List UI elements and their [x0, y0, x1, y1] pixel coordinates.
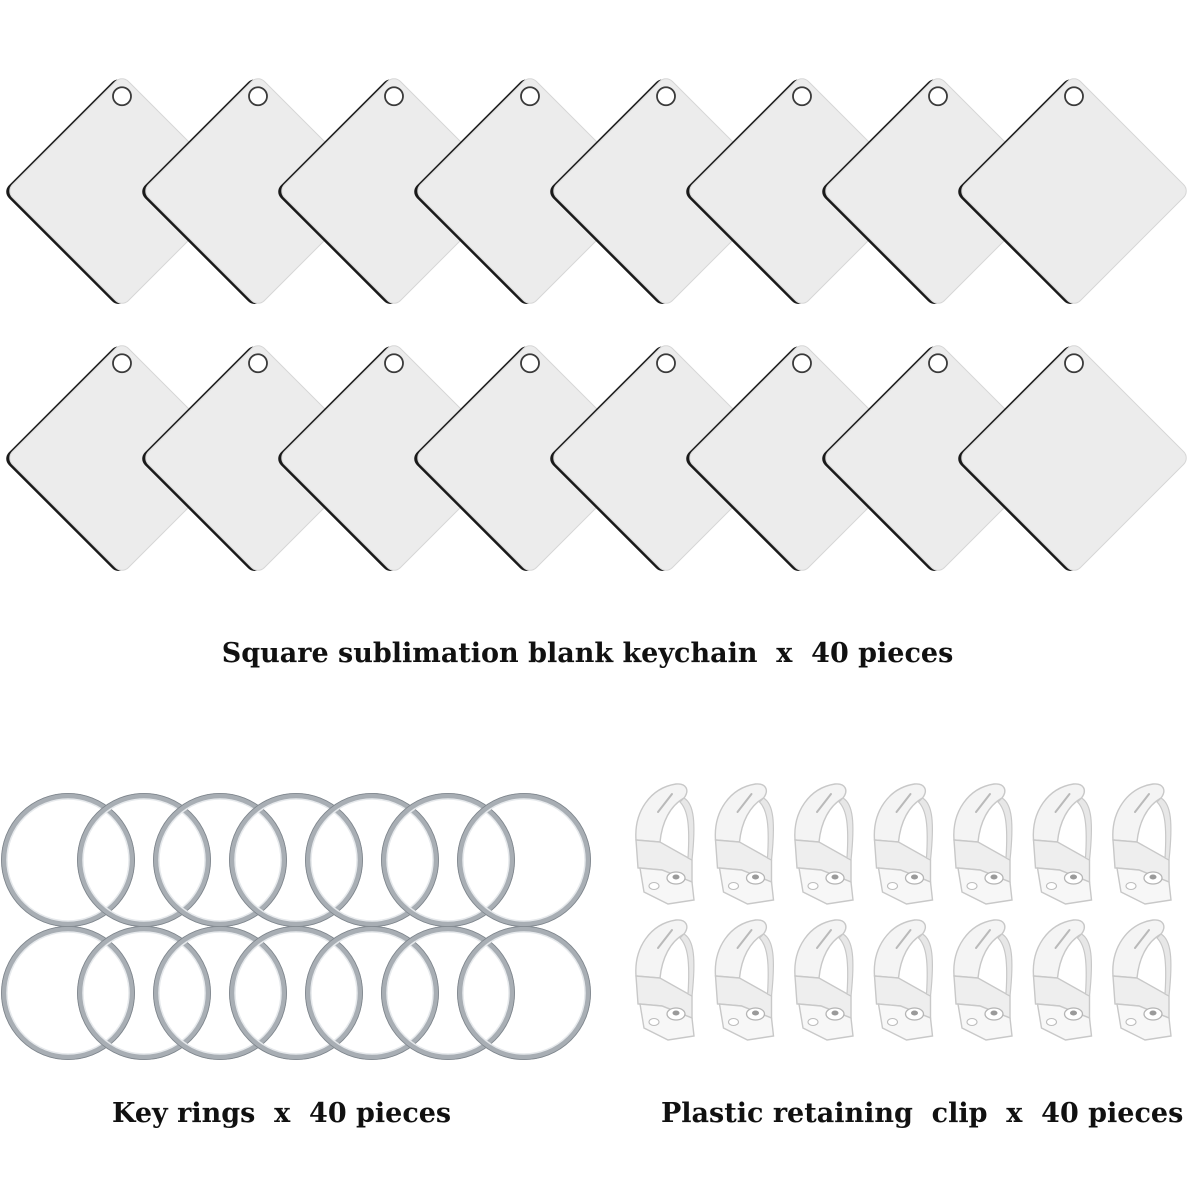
key-rings-group: [1, 793, 591, 1060]
plastic-retaining-clip-icon: [635, 919, 695, 1041]
square-keychain-blank-icon: [278, 345, 507, 571]
split-key-ring-icon: [457, 926, 591, 1060]
square-keychain-blank-icon: [6, 345, 235, 571]
square-keychain-blank-icon: [822, 345, 1051, 571]
keychain-blanks-group: [6, 78, 1187, 571]
plastic-retaining-clip-icon: [714, 919, 775, 1041]
square-keychain-blank-icon: [686, 345, 915, 571]
plastic-retaining-clip-icon: [794, 919, 854, 1041]
split-key-ring-icon: [77, 793, 211, 927]
split-key-ring-icon: [305, 793, 439, 927]
plastic-retaining-clip-icon: [1112, 919, 1172, 1041]
square-keychain-blank-icon: [142, 345, 371, 571]
square-keychain-blank-icon: [6, 78, 235, 304]
plastic-retaining-clip-icon: [953, 783, 1013, 905]
split-key-ring-icon: [77, 926, 211, 1060]
square-keychain-blank-icon: [414, 78, 643, 304]
square-keychain-blank-icon: [278, 78, 507, 304]
square-keychain-blank-icon: [958, 345, 1187, 571]
square-keychain-blank-icon: [414, 345, 643, 571]
plastic-retaining-clip-icon: [1032, 919, 1093, 1041]
split-key-ring-icon: [153, 793, 287, 927]
plastic-retaining-clip-icon: [1032, 783, 1093, 905]
split-key-ring-icon: [1, 926, 135, 1060]
plastic-retaining-clip-icon: [873, 783, 934, 905]
plastic-retaining-clip-icon: [714, 783, 775, 905]
square-keychain-blank-icon: [550, 78, 779, 304]
split-key-ring-icon: [457, 793, 591, 927]
split-key-ring-icon: [305, 926, 439, 1060]
square-keychain-blank-icon: [822, 78, 1051, 304]
square-keychain-blank-icon: [142, 78, 371, 304]
square-keychain-blank-icon: [686, 78, 915, 304]
split-key-ring-icon: [229, 926, 363, 1060]
split-key-ring-icon: [381, 793, 515, 927]
plastic-retaining-clip-icon: [953, 919, 1013, 1041]
key-rings-caption: Key rings x 40 pieces: [112, 1098, 452, 1129]
retaining-clips-group: [635, 783, 1172, 1041]
plastic-retaining-clip-icon: [794, 783, 854, 905]
keychain-caption: Square sublimation blank keychain x 40 p…: [221, 638, 954, 669]
plastic-retaining-clip-icon: [873, 919, 934, 1041]
split-key-ring-icon: [229, 793, 363, 927]
square-keychain-blank-icon: [550, 345, 779, 571]
split-key-ring-icon: [153, 926, 287, 1060]
retaining-clip-caption: Plastic retaining clip x 40 pieces: [661, 1098, 1184, 1129]
square-keychain-blank-icon: [958, 78, 1187, 304]
plastic-retaining-clip-icon: [635, 783, 695, 905]
split-key-ring-icon: [1, 793, 135, 927]
plastic-retaining-clip-icon: [1112, 783, 1172, 905]
split-key-ring-icon: [381, 926, 515, 1060]
